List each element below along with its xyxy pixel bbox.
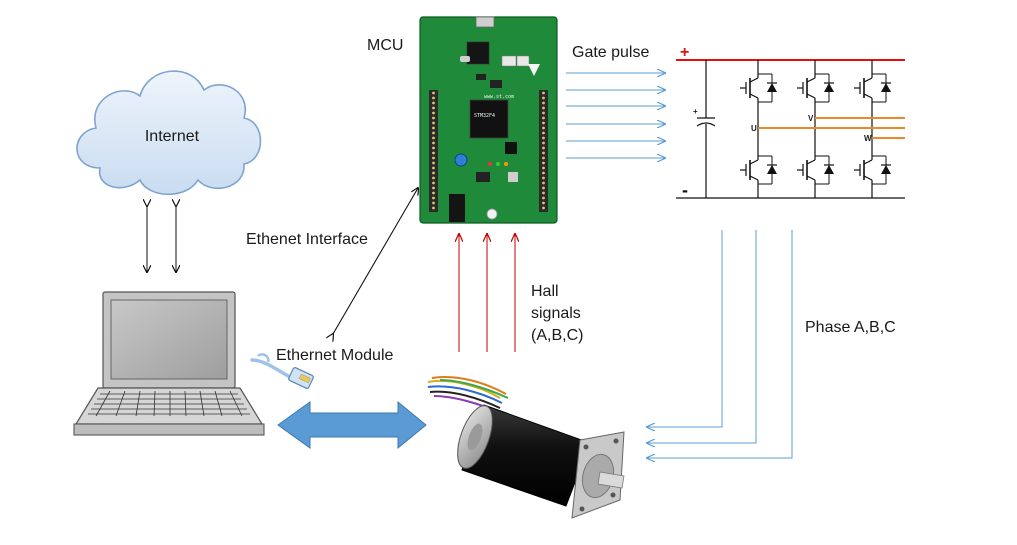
mcu-pin-headers bbox=[429, 90, 548, 212]
node-v-label: V bbox=[808, 114, 814, 123]
ethernet-cable-icon bbox=[250, 353, 314, 389]
dc-link-capacitor bbox=[696, 60, 716, 198]
internet-laptop-arrows bbox=[147, 206, 176, 272]
ethernet-interface-label: Ethenet Interface bbox=[246, 231, 368, 248]
internet-cloud: Internet bbox=[76, 70, 262, 196]
inverter-leg-v bbox=[797, 60, 834, 198]
node-w-label: W bbox=[864, 134, 872, 143]
inverter-leg-w bbox=[854, 60, 891, 198]
hall-label-line3: (A,B,C) bbox=[531, 327, 583, 344]
hall-label-line1: Hall bbox=[531, 283, 559, 300]
dc-minus-sign: - bbox=[682, 180, 688, 200]
dc-plus-sign: + bbox=[680, 44, 689, 61]
phase-lines bbox=[647, 230, 793, 458]
phase-label: Phase A,B,C bbox=[805, 319, 896, 336]
hall-label-line2: signals bbox=[531, 305, 581, 322]
motor-wires bbox=[427, 376, 509, 413]
mcu-label: MCU bbox=[367, 37, 403, 54]
laptop-keyboard bbox=[88, 390, 250, 417]
inverter-bridge: + - + U V W bbox=[676, 44, 905, 200]
gate-pulse-arrows bbox=[566, 73, 665, 158]
bldc-motor bbox=[427, 376, 625, 519]
svg-text:www.st.com: www.st.com bbox=[484, 94, 514, 100]
internet-label: Internet bbox=[145, 128, 200, 145]
svg-text:STM32F4: STM32F4 bbox=[474, 113, 495, 119]
ethernet-module-label: Ethernet Module bbox=[276, 347, 394, 364]
gate-pulse-label: Gate pulse bbox=[572, 44, 649, 61]
mcu-board: STM32F4 www.st.com bbox=[419, 16, 558, 224]
node-u-label: U bbox=[751, 124, 757, 133]
laptop bbox=[73, 291, 265, 436]
capacitor-plus: + bbox=[693, 107, 698, 116]
inverter-leg-u bbox=[740, 60, 777, 198]
hall-signal-arrows bbox=[459, 234, 515, 352]
laptop-motor-double-arrow bbox=[277, 400, 427, 450]
ethernet-interface-arrow bbox=[333, 188, 418, 334]
